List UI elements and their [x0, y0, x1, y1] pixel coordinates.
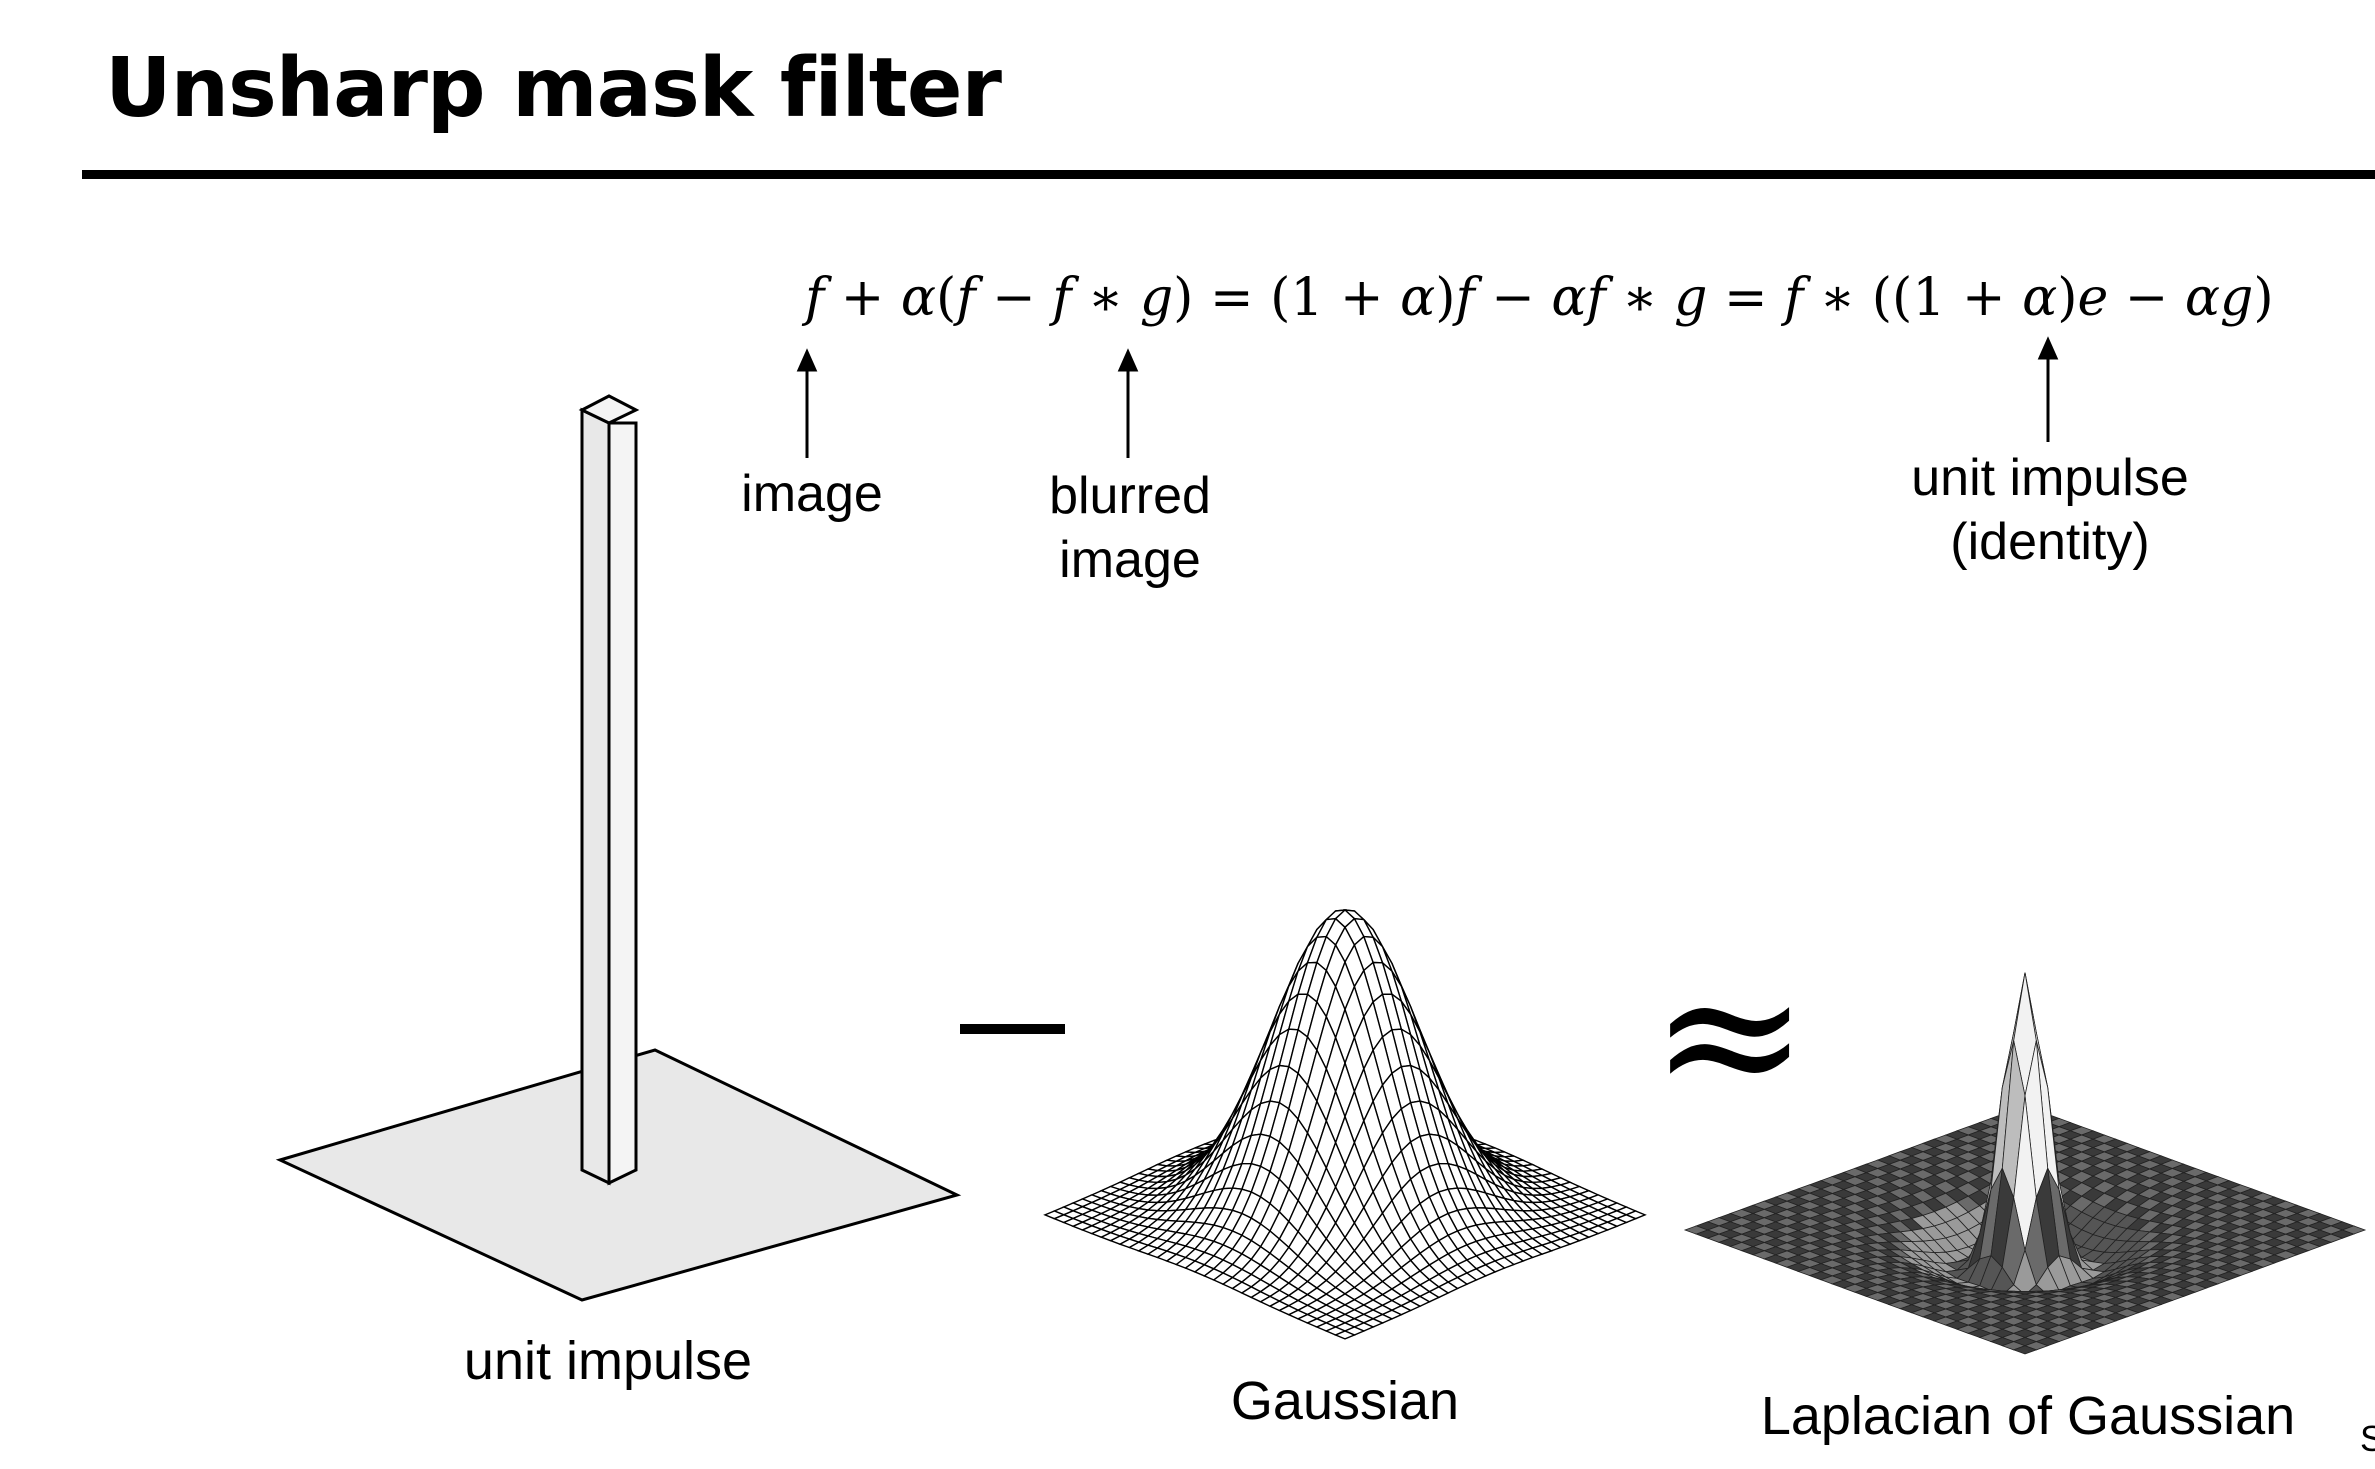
- equation-token: e: [2077, 268, 2109, 328]
- equation-token: ): [2253, 268, 2274, 328]
- annotation-impulse-line2: (identity): [1950, 513, 2150, 571]
- equation-token: f: [1455, 268, 1475, 328]
- caption-laplacian-of-gaussian: Laplacian of Gaussian: [1760, 1386, 2296, 1446]
- caption-unit-impulse: unit impulse: [463, 1331, 753, 1391]
- equation-token: ∗: [1071, 268, 1140, 328]
- annotation-blurred-image: blurred image: [1049, 464, 1211, 592]
- annotation-image-text: image: [741, 465, 883, 523]
- impulse-column-top: [578, 394, 640, 425]
- equation-token: g: [1139, 268, 1174, 328]
- equation-token: αf: [1551, 268, 1606, 328]
- unsharp-mask-equation: f + α(f − f ∗ g) = (1 + α)f − αf ∗ g = f…: [805, 272, 2274, 324]
- slide-title: Unsharp mask filter: [105, 41, 1002, 136]
- approx-operator: ≈: [1650, 924, 1810, 1145]
- arrow-impulse-head: [2037, 336, 2059, 360]
- equation-token: −: [975, 268, 1053, 328]
- annotation-blurred-line1: blurred: [1049, 467, 1211, 525]
- corner-fragment: S: [2360, 1418, 2375, 1459]
- equation-token: α: [2022, 268, 2058, 328]
- gaussian-mesh: [1043, 909, 1647, 1340]
- equation-token: ∗ ((1 +: [1803, 268, 2023, 328]
- equation-token: f: [805, 268, 825, 328]
- equation-token: −: [2108, 268, 2185, 328]
- equation-token: =: [1707, 268, 1785, 328]
- equation-token: +: [824, 268, 901, 328]
- log-mesh: [1683, 972, 2367, 1355]
- equation-token: f: [1052, 268, 1072, 328]
- annotation-impulse-line1: unit impulse: [1911, 449, 2189, 507]
- annotation-unit-impulse: unit impulse (identity): [1911, 446, 2188, 574]
- minus-operator: [960, 1024, 1065, 1034]
- equation-token: α: [900, 268, 937, 328]
- caption-gaussian: Gaussian: [1230, 1371, 1460, 1431]
- equation-token: αg: [2184, 268, 2254, 328]
- equation-token: ∗: [1605, 268, 1675, 328]
- equation-token: α: [1400, 268, 1436, 328]
- equation-token: f: [1784, 268, 1804, 328]
- equation-token: ) = (1 +: [1173, 268, 1401, 328]
- gaussian-mesh-cell: [1333, 1330, 1357, 1340]
- annotation-blurred-line2: image: [1059, 531, 1201, 589]
- title-divider: [82, 170, 2375, 179]
- arrow-image-head: [796, 348, 818, 372]
- equation-token: f: [956, 268, 976, 328]
- equation-token: (: [936, 268, 957, 328]
- equation-token: ): [2057, 268, 2078, 328]
- annotation-image: image: [741, 462, 883, 526]
- impulse-column-side: [607, 421, 638, 1186]
- equation-token: −: [1474, 268, 1552, 328]
- equation-token: g: [1674, 268, 1708, 328]
- arrow-blurred-head: [1117, 348, 1139, 372]
- equation-token: ): [1435, 268, 1456, 328]
